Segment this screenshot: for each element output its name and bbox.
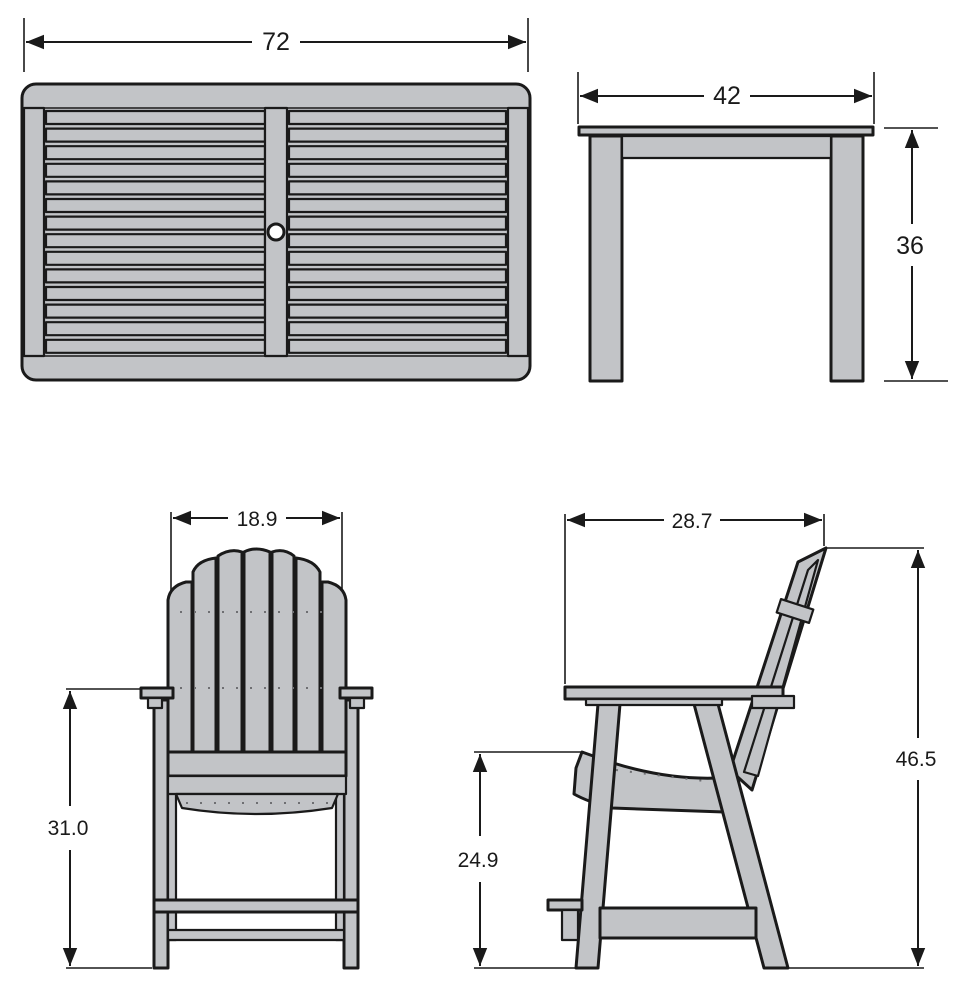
table-slat bbox=[287, 162, 508, 178]
table-slat bbox=[44, 162, 267, 178]
table-height-dimension: 36 bbox=[884, 127, 948, 382]
table-slat bbox=[44, 197, 267, 214]
chair-seat-height-dimension: 24.9 bbox=[458, 751, 584, 969]
table-slat bbox=[287, 197, 508, 214]
chair-backrest bbox=[166, 547, 348, 754]
table-slat bbox=[44, 321, 267, 337]
table-slat bbox=[287, 127, 508, 143]
chair-side-view: 28.7 24.9 bbox=[458, 510, 937, 970]
table-slat bbox=[44, 180, 267, 196]
table-depth-dimension: 42 bbox=[577, 72, 875, 124]
table-slat bbox=[287, 180, 508, 196]
table-slat bbox=[287, 285, 508, 302]
table-slat bbox=[44, 145, 267, 161]
table-top-slats bbox=[44, 109, 508, 354]
chair-front-arms bbox=[139, 686, 374, 710]
table-slat bbox=[44, 127, 267, 143]
table-depth-label: 42 bbox=[713, 82, 741, 110]
chair-depth-dimension: 28.7 bbox=[564, 510, 825, 684]
table-slat bbox=[287, 145, 508, 161]
table-slat bbox=[44, 109, 267, 126]
table-height-label: 36 bbox=[896, 232, 924, 260]
chair-total-height-dimension: 46.5 bbox=[788, 547, 937, 969]
chair-front-footrest bbox=[152, 898, 360, 942]
chair-total-height-label: 46.5 bbox=[896, 748, 937, 771]
chair-side-footrest bbox=[546, 898, 758, 942]
chair-depth-label: 28.7 bbox=[672, 510, 713, 533]
table-slat bbox=[44, 233, 267, 249]
chair-side-arm bbox=[563, 685, 796, 710]
table-slat bbox=[44, 303, 267, 319]
umbrella-hole-icon bbox=[266, 222, 286, 242]
chair-seat-height-label: 24.9 bbox=[458, 849, 499, 872]
table-center-beam bbox=[263, 106, 289, 358]
table-side-view: 42 36 bbox=[577, 72, 948, 383]
chair-width-label: 18.9 bbox=[237, 508, 278, 531]
table-top-view: 72 bbox=[20, 18, 532, 382]
chair-front-view: 18.9 bbox=[48, 508, 374, 970]
table-slat bbox=[287, 233, 508, 249]
chair-side-backrest bbox=[728, 546, 828, 792]
table-slat bbox=[287, 338, 508, 354]
table-slat bbox=[287, 303, 508, 319]
table-side-structure bbox=[577, 125, 875, 383]
table-slat bbox=[287, 268, 508, 284]
table-slat bbox=[287, 109, 508, 126]
chair-arm-height-label: 31.0 bbox=[48, 817, 89, 840]
chair-front-seat bbox=[166, 750, 348, 816]
table-slat bbox=[287, 321, 508, 337]
table-slat bbox=[44, 338, 267, 354]
table-slat bbox=[44, 250, 267, 266]
table-slat bbox=[44, 268, 267, 284]
table-width-label: 72 bbox=[262, 28, 290, 56]
chair-arm-height-dimension: 31.0 bbox=[48, 688, 152, 969]
table-slat bbox=[287, 250, 508, 266]
table-width-dimension: 72 bbox=[23, 18, 529, 72]
table-slat bbox=[287, 215, 508, 231]
table-slat bbox=[44, 285, 267, 302]
chair-width-dimension: 18.9 bbox=[170, 508, 343, 592]
table-slat bbox=[44, 215, 267, 231]
